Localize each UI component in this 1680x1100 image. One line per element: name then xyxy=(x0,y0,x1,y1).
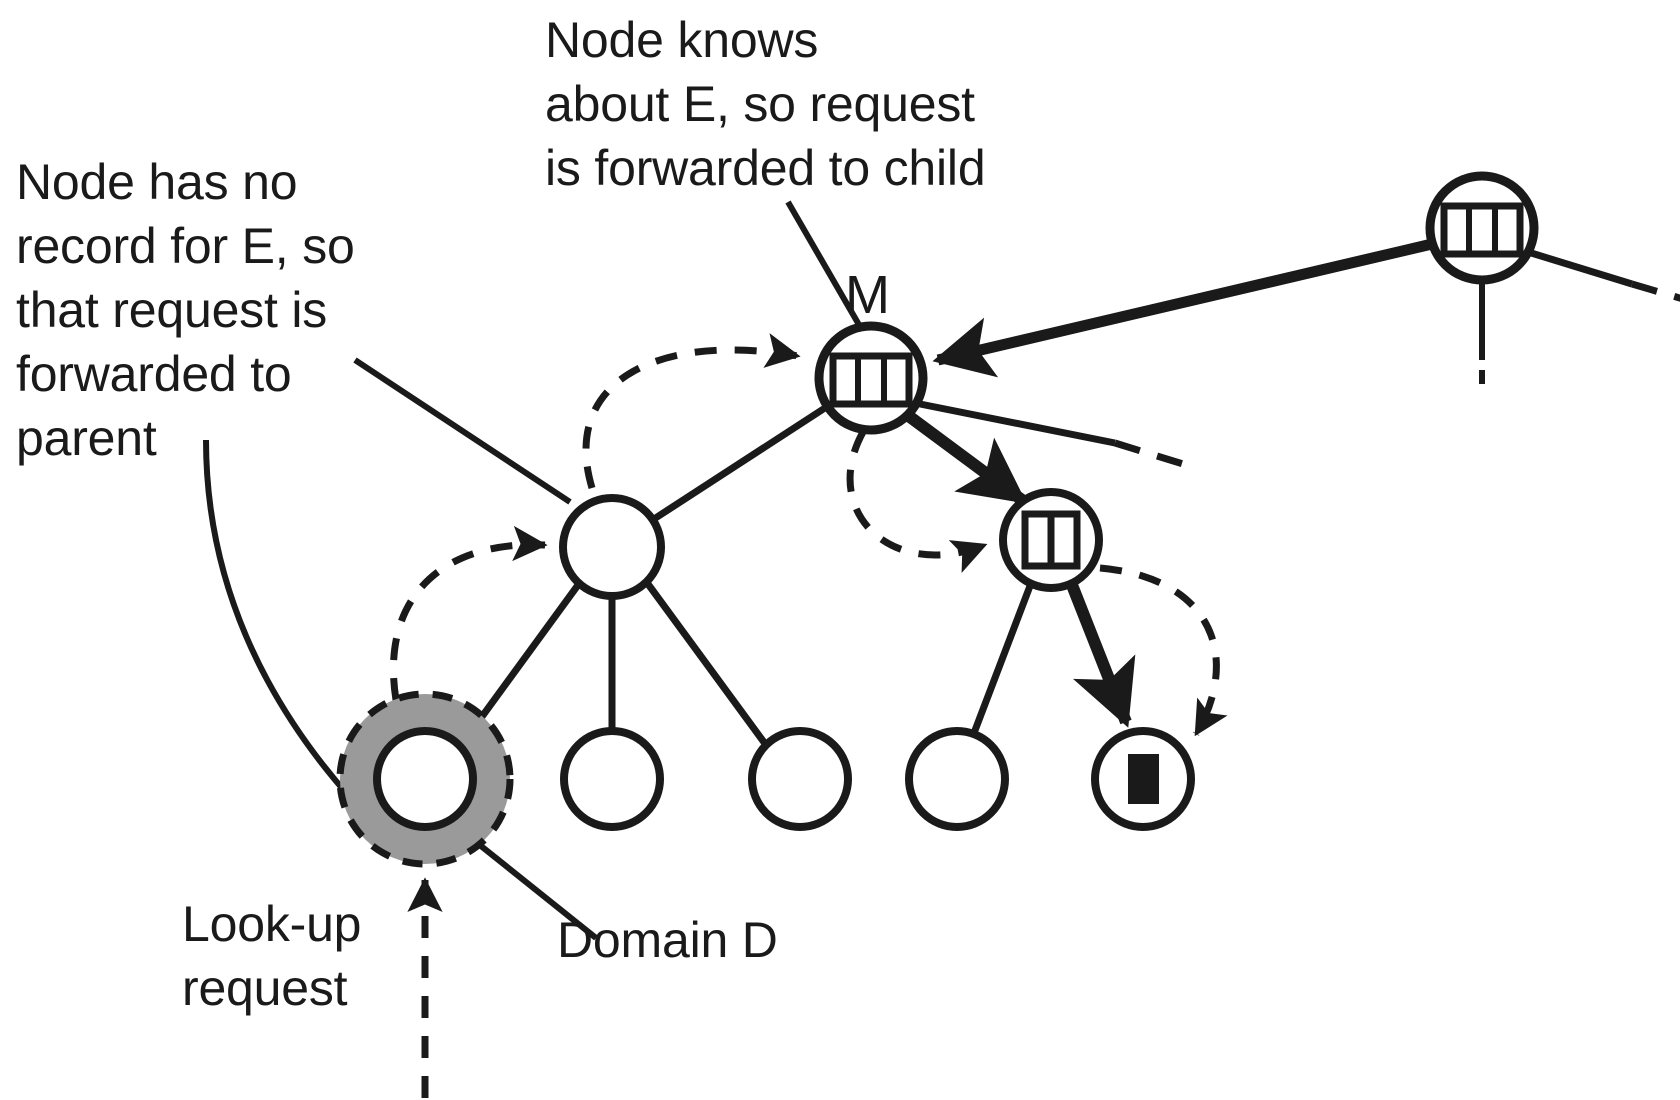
edge-intermediate-to-leaf-2 xyxy=(645,581,769,748)
node-circle xyxy=(559,494,665,600)
request-path xyxy=(389,333,1228,1098)
annotation-knows-about-e: Node knows about E, so request is forwar… xyxy=(545,12,986,196)
leaf-circle xyxy=(748,727,852,831)
edge-node-two-cells-to-target xyxy=(1066,582,1136,728)
domain-d-node[interactable] xyxy=(336,690,514,868)
edge-m-right-stub xyxy=(919,400,1116,447)
leaf-circle xyxy=(560,727,664,831)
target-leaf-node-e[interactable] xyxy=(1091,727,1195,831)
edge-m-to-intermediate xyxy=(652,403,830,522)
annotation-lookup-request: Look-up request xyxy=(182,896,362,1016)
domain-d-inner-circle xyxy=(373,727,477,831)
table-2-cell-icon xyxy=(1021,510,1081,570)
forward-to-parent-arrow-2 xyxy=(582,333,801,489)
leaf-node[interactable] xyxy=(748,727,852,831)
filled-record-icon xyxy=(1128,754,1159,804)
edge-m-right-dashed xyxy=(1113,439,1198,472)
tree-edges xyxy=(459,238,1680,748)
table-3-cell-icon xyxy=(1440,202,1524,258)
leader-domain-d xyxy=(479,843,598,941)
annotation-domain-d: Domain D xyxy=(557,912,778,968)
node-with-two-cells[interactable] xyxy=(999,488,1103,592)
edge-root-to-m xyxy=(932,238,1434,378)
node-m[interactable] xyxy=(814,321,928,435)
leaf-node[interactable] xyxy=(905,727,1009,831)
root-right-branch xyxy=(1526,248,1634,288)
forward-to-child-arrow-2 xyxy=(1099,564,1228,737)
table-3-cell-icon xyxy=(829,352,913,408)
annotation-no-record-for-e: Node has no record for E, so that reques… xyxy=(16,154,355,466)
leaf-node[interactable] xyxy=(560,727,664,831)
leaf-circle xyxy=(905,727,1009,831)
root-right-branch-dashed xyxy=(1631,280,1680,302)
edge-node-two-cells-to-leaf-3 xyxy=(970,584,1034,735)
edge-m-to-node-two-cells xyxy=(902,409,1027,505)
root-node[interactable] xyxy=(1425,171,1539,285)
node-m-label: M xyxy=(845,265,890,325)
intermediate-node[interactable] xyxy=(559,494,665,600)
forward-to-parent-arrow-1 xyxy=(389,525,548,701)
leader-knows-about-e xyxy=(785,200,865,332)
leader-no-record xyxy=(353,357,572,505)
